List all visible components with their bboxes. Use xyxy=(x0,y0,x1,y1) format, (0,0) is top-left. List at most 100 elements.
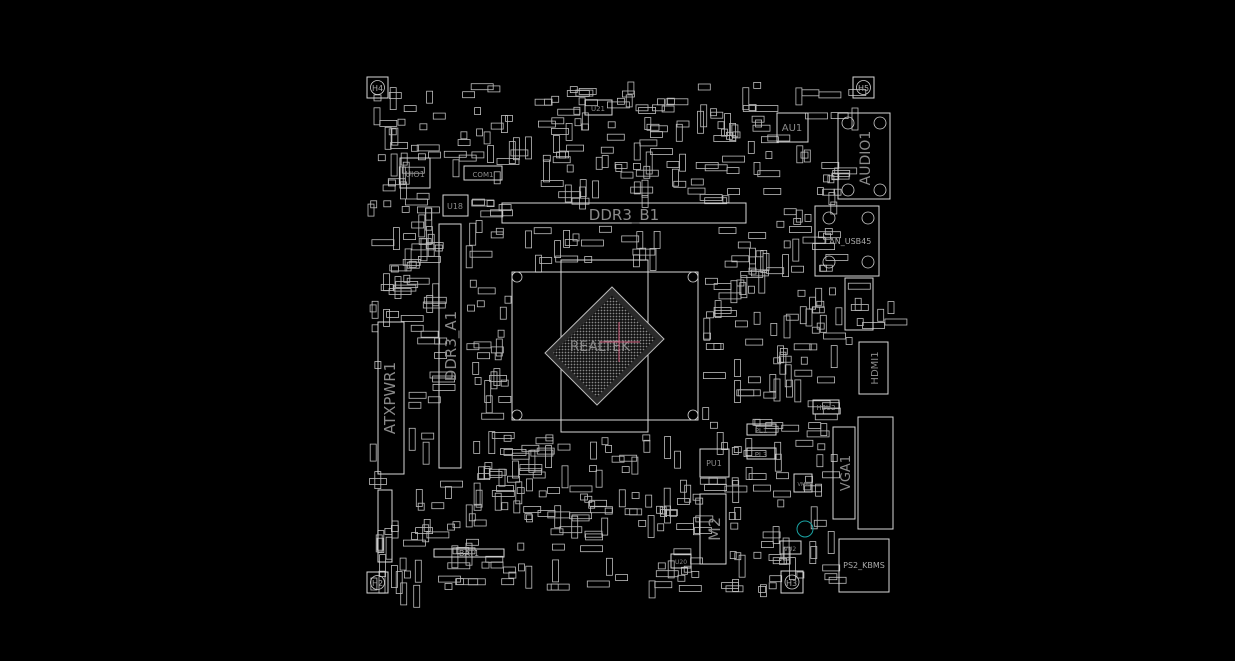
smd-component xyxy=(385,536,393,560)
dvi-connector[interactable] xyxy=(844,277,874,331)
smd-component xyxy=(753,161,761,175)
chip-uio1[interactable]: UIO1 xyxy=(399,157,431,189)
front-panel-header[interactable] xyxy=(377,489,393,563)
ddr3-b1-slot[interactable]: DDR3_B1 xyxy=(501,202,747,225)
smd-component xyxy=(404,248,412,272)
svg-text:U20: U20 xyxy=(675,559,687,566)
svg-text:PU1: PU1 xyxy=(706,459,722,468)
inductor-pl3[interactable]: PL3 xyxy=(746,447,777,460)
smd-component xyxy=(466,343,480,351)
smd-component xyxy=(403,570,411,579)
smd-component xyxy=(797,289,806,297)
smd-component xyxy=(721,582,739,589)
smd-component xyxy=(414,559,422,583)
svg-text:H5: H5 xyxy=(858,84,869,93)
smd-component xyxy=(732,480,740,503)
svg-text:DDR3_B1: DDR3_B1 xyxy=(589,206,659,225)
smd-component xyxy=(809,343,818,351)
smd-component xyxy=(590,441,597,460)
svg-text:AU1: AU1 xyxy=(782,123,803,134)
smd-component xyxy=(564,239,578,246)
smd-component xyxy=(635,104,649,112)
smd-component xyxy=(390,525,399,532)
audio1-connector[interactable]: AUDIO1 xyxy=(837,112,891,200)
smd-component xyxy=(425,226,433,245)
smd-component xyxy=(681,566,688,575)
smd-component xyxy=(615,164,623,172)
smd-component xyxy=(425,207,433,231)
smd-component xyxy=(484,380,492,403)
smd-component xyxy=(502,566,516,574)
inductor-pl1[interactable]: PL1 xyxy=(746,423,777,436)
smd-component xyxy=(384,126,392,150)
header-com1[interactable]: COM1 xyxy=(463,165,503,181)
cpu-socket[interactable]: REALTEK xyxy=(511,259,699,433)
chip-vm1[interactable]: VM1 xyxy=(793,473,813,493)
chip-pu1[interactable]: PU1 xyxy=(699,448,730,478)
smd-component xyxy=(722,155,745,163)
smd-component xyxy=(466,538,479,546)
hdmi1-connector[interactable]: HDMI1 xyxy=(858,341,889,395)
smd-component xyxy=(426,531,450,539)
chip-vu2[interactable]: VU2 xyxy=(779,540,802,555)
small-components xyxy=(367,81,908,608)
smd-component xyxy=(814,413,838,421)
smd-component xyxy=(420,330,439,338)
smd-component xyxy=(554,505,562,529)
smd-component xyxy=(473,519,487,527)
smd-component xyxy=(389,87,397,110)
ddr3-a1-slot[interactable]: DDR3_A1 xyxy=(438,223,462,469)
smd-component xyxy=(513,500,521,514)
chip-au1[interactable]: AU1 xyxy=(776,112,809,143)
smd-component xyxy=(774,441,782,460)
smd-component xyxy=(465,504,473,528)
smd-component xyxy=(471,199,495,207)
smd-component xyxy=(633,162,641,170)
smd-component xyxy=(421,432,435,440)
smd-component xyxy=(580,493,588,501)
smd-component xyxy=(650,148,673,156)
smd-component xyxy=(494,352,502,361)
m2-slot[interactable]: M2 xyxy=(699,493,727,565)
chip-u21[interactable]: U21 xyxy=(584,99,613,116)
smd-component xyxy=(418,214,426,238)
smd-component xyxy=(571,514,590,522)
smd-component xyxy=(557,108,581,116)
smd-component xyxy=(718,292,742,300)
smd-component xyxy=(774,453,782,472)
smd-component xyxy=(700,104,708,128)
smd-component xyxy=(477,352,491,360)
smd-component xyxy=(822,188,835,196)
smd-component xyxy=(487,145,495,164)
smd-component xyxy=(474,376,482,385)
smd-component xyxy=(427,233,435,257)
ps2-kbms-connector[interactable]: PS2_KBMS xyxy=(838,538,890,593)
smd-component xyxy=(753,484,771,492)
bat1-battery[interactable]: BAT1 xyxy=(433,548,505,558)
smd-component xyxy=(534,98,553,106)
chip-u20[interactable]: U20 xyxy=(670,553,692,569)
chip-h2u2[interactable]: H2U2 xyxy=(812,399,840,415)
atxpwr1-connector[interactable]: ATXPWR1 xyxy=(377,321,405,475)
smd-component xyxy=(748,473,767,481)
smd-component xyxy=(481,412,505,420)
lan-usb45-connector[interactable]: LAN_USB45 xyxy=(814,205,880,277)
smd-component xyxy=(638,107,656,114)
smd-component xyxy=(731,255,750,263)
smd-component xyxy=(753,311,761,325)
smd-component xyxy=(751,269,769,277)
smd-component xyxy=(770,322,778,336)
svg-text:H2U2: H2U2 xyxy=(816,404,835,412)
chip-u18[interactable]: U18 xyxy=(442,194,469,217)
smd-component xyxy=(369,443,377,462)
smd-component xyxy=(499,306,507,320)
smd-component xyxy=(408,260,417,268)
smd-component xyxy=(665,98,689,106)
smd-component xyxy=(547,511,571,519)
smd-component xyxy=(523,505,542,513)
vga1-connector[interactable]: VGA1 xyxy=(832,416,894,530)
smd-component xyxy=(645,151,653,175)
svg-text:PL3: PL3 xyxy=(755,451,768,459)
smd-component xyxy=(657,98,665,106)
